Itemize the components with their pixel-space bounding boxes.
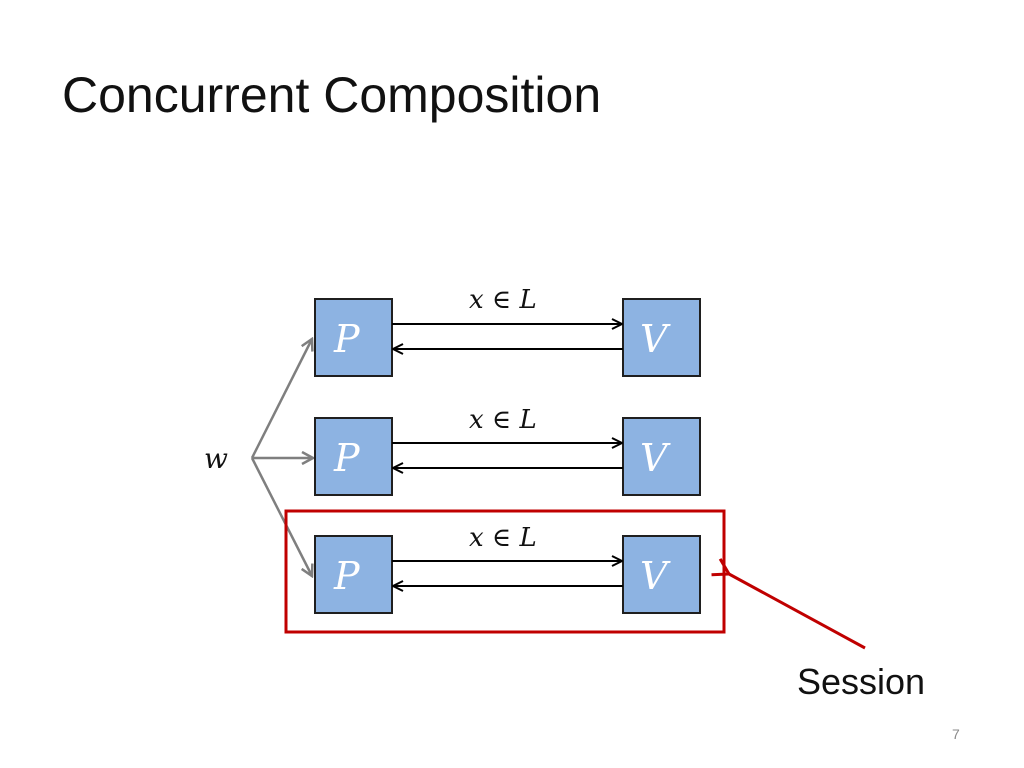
prover-box <box>314 417 393 496</box>
slide-title: Concurrent Composition <box>62 67 602 123</box>
session-pointer-arrow <box>711 558 866 650</box>
prover-label: P <box>333 436 361 480</box>
verifier-box <box>622 298 701 377</box>
session-2: P V x ∈ L <box>314 405 701 496</box>
verifier-label: V <box>640 317 671 361</box>
witness-label: w <box>204 442 228 475</box>
page-number: 7 <box>952 726 960 742</box>
statement-label: x ∈ L <box>469 523 537 553</box>
verifier-label: V <box>640 436 671 480</box>
verifier-label: V <box>640 554 671 598</box>
prover-label: P <box>333 554 361 598</box>
witness-arrow-bottom <box>250 457 312 576</box>
statement-label: x ∈ L <box>469 285 537 315</box>
session-1: P V x ∈ L <box>314 285 701 377</box>
prover-box <box>314 535 393 614</box>
verifier-box <box>622 535 701 614</box>
session-label: Session <box>797 661 926 702</box>
prover-box <box>314 298 393 377</box>
verifier-box <box>622 417 701 496</box>
prover-label: P <box>333 317 361 361</box>
session-3: P V x ∈ L <box>314 523 701 614</box>
witness-arrow-top <box>250 339 312 459</box>
statement-label: x ∈ L <box>469 405 537 435</box>
witness-arrows <box>250 339 313 576</box>
